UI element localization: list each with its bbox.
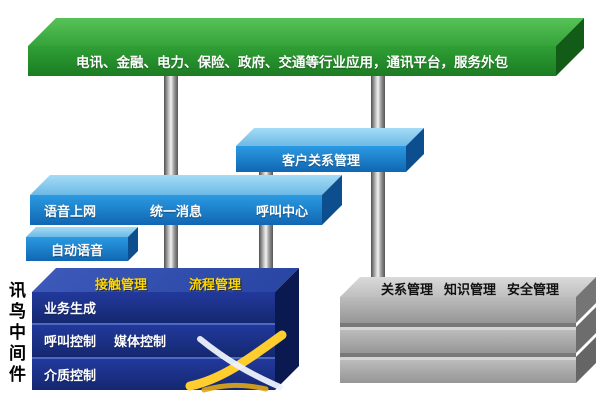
services-front-face: 语音上网 统一消息 呼叫中心 bbox=[30, 195, 322, 225]
auto-voice-top-face bbox=[26, 227, 138, 237]
stack-label-relationship: 关系管理 bbox=[381, 282, 434, 297]
services-top-face bbox=[30, 175, 342, 195]
middleware-top-label-contact-mgmt: 接触管理 bbox=[95, 277, 148, 292]
pillar-left-upper bbox=[164, 74, 178, 190]
crm-front-face: 客户关系管理 bbox=[236, 146, 406, 172]
row-label: 介质控制 bbox=[44, 367, 97, 383]
pillar-right-lower bbox=[371, 166, 385, 288]
crm-label: 客户关系管理 bbox=[281, 152, 360, 168]
auto-voice-front-face: 自动语音 bbox=[26, 237, 128, 261]
stack-labels: 关系管理 知识管理 安全管理 bbox=[381, 279, 559, 298]
middleware-row-service-generation: 业务生成 bbox=[32, 292, 275, 324]
stack-label-knowledge: 知识管理 bbox=[444, 282, 497, 297]
row-label: 业务生成 bbox=[44, 301, 97, 317]
platform-label: 电讯、金融、电力、保险、政府、交通等行业应用，通讯平台，服务外包 bbox=[76, 55, 508, 70]
middleware-top-face bbox=[32, 268, 299, 292]
bird-swoosh-logo bbox=[185, 330, 287, 393]
service-label-unified-message: 统一消息 bbox=[149, 203, 202, 219]
middleware-row-call-media-control: 呼叫控制 媒体控制 bbox=[32, 323, 275, 357]
stack-label-security: 安全管理 bbox=[507, 282, 560, 297]
stack-layer bbox=[340, 327, 576, 353]
middleware-side-label: 讯鸟中间件 bbox=[6, 281, 25, 386]
stack-layer bbox=[340, 297, 576, 323]
middleware-top-label-process-mgmt: 流程管理 bbox=[189, 277, 242, 292]
service-label-call-center: 呼叫中心 bbox=[255, 203, 308, 219]
service-label-voice-web: 语音上网 bbox=[44, 203, 97, 219]
auto-voice-label: 自动语音 bbox=[50, 242, 103, 258]
platform-front-face: 电讯、金融、电力、保险、政府、交通等行业应用，通讯平台，服务外包 bbox=[28, 46, 556, 76]
row-label: 呼叫控制 bbox=[44, 334, 97, 350]
row-label: 媒体控制 bbox=[114, 334, 167, 350]
platform-top-face bbox=[28, 18, 584, 46]
crm-top-face bbox=[236, 128, 424, 146]
stack-layer bbox=[340, 357, 576, 383]
